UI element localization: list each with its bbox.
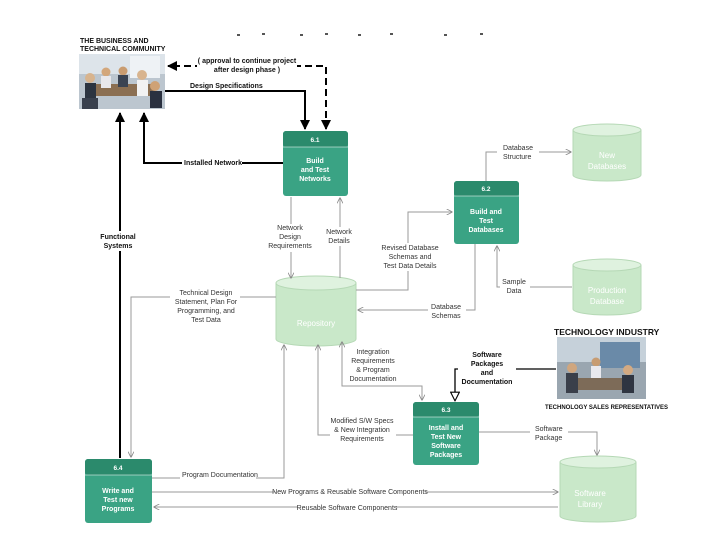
meeting-photo [79, 54, 165, 109]
process-6-2-number: 6.2 [481, 186, 490, 193]
process-6-3-line2: Test New [431, 434, 462, 441]
label-approval-2: after design phase ) [214, 67, 280, 74]
software-library-label-2: Library [578, 500, 602, 509]
sales-photo [557, 337, 646, 399]
technology-industry-entity: TECHNOLOGY INDUSTRY TECHNOLOGY SALES REP… [545, 327, 668, 411]
process-6-2-line2: Test [479, 218, 494, 225]
process-6-3-line4: Packages [430, 452, 462, 459]
label-functional-systems-1: Functional [100, 234, 135, 241]
label-software-package-1: Software [535, 426, 563, 433]
label-network-details-1: Network [326, 229, 352, 236]
label-program-documentation: Program Documentation [182, 472, 258, 479]
label-integration-req-2: Requirements [351, 358, 395, 365]
process-6-2-line1: Build and [470, 209, 502, 216]
label-installed-network: Installed Network [184, 160, 242, 167]
new-databases-label-2: Databases [588, 162, 626, 171]
process-6-2-line3: Databases [468, 227, 503, 234]
label-technical-design-4: Test Data [191, 317, 221, 324]
process-6-1-line2: and Test [301, 167, 330, 174]
label-modified-sw-specs-1: Modified S/W Specs [330, 418, 394, 425]
label-technical-design-3: Programming, and [177, 308, 235, 315]
label-functional-systems-2: Systems [104, 243, 133, 250]
process-6-3-number: 6.3 [441, 407, 450, 414]
thin-flows [131, 152, 597, 507]
label-modified-sw-specs-2: & New Integration [334, 427, 390, 434]
label-technical-design-1: Technical Design [180, 290, 233, 297]
repository-label: Repository [297, 319, 335, 328]
label-software-package-2: Package [535, 435, 562, 442]
label-revised-database-3: Test Data Details [384, 263, 437, 270]
label-network-design-req-3: Requirements [268, 243, 312, 250]
store-production-database: Production Database [572, 258, 642, 316]
technology-industry-title: TECHNOLOGY INDUSTRY [554, 327, 660, 337]
label-integration-req-4: Documentation [349, 376, 396, 383]
label-software-packages-1: Software [472, 352, 502, 359]
flow-sample-data [497, 246, 572, 288]
label-software-packages-3: and [481, 370, 493, 377]
process-6-3-line1: Install and [429, 425, 464, 432]
bold-flows [115, 61, 556, 458]
flow-database-schemas [358, 244, 476, 310]
flow-database-structure [485, 152, 571, 181]
label-software-packages-4: Documentation [462, 379, 513, 386]
top-artifacts [237, 33, 483, 36]
label-network-design-req-2: Design [279, 234, 301, 241]
process-6-4: 6.4 Write and Test new Programs [85, 459, 152, 523]
business-community-entity: THE BUSINESS AND TECHNICAL COMMUNITY [79, 38, 166, 109]
flow-program-documentation [152, 345, 284, 479]
label-database-schemas-1: Database [431, 304, 461, 311]
label-modified-sw-specs-3: Requirements [340, 436, 384, 443]
business-community-title-2: TECHNICAL COMMUNITY [80, 46, 166, 53]
label-new-programs: New Programs & Reusable Software Compone… [272, 489, 428, 496]
process-6-1: 6.1 Build and Test Networks [283, 131, 348, 196]
process-6-4-line1: Write and [102, 488, 134, 495]
label-database-schemas-2: Schemas [431, 313, 461, 320]
label-network-details-2: Details [328, 238, 350, 245]
flow-software-package [479, 431, 597, 455]
flow-labels: ( approval to continue project after des… [98, 52, 568, 512]
production-database-label-1: Production [588, 286, 626, 295]
process-6-1-line1: Build [306, 158, 324, 165]
label-database-structure-1: Database [503, 145, 533, 152]
store-new-databases: New Databases [572, 123, 642, 182]
process-6-1-line3: Networks [299, 176, 331, 183]
flow-software-packages [455, 368, 556, 400]
process-6-1-number: 6.1 [310, 137, 319, 144]
store-software-library: Software Library [559, 455, 637, 523]
flow-integration-requirements [342, 342, 422, 400]
label-reusable-components: Reusable Software Components [297, 505, 398, 512]
process-6-4-line3: Programs [102, 506, 135, 513]
flow-approval [167, 61, 331, 130]
label-revised-database-2: Schemas and [389, 254, 432, 261]
label-database-structure-2: Structure [503, 154, 532, 161]
process-6-4-line2: Test new [103, 497, 133, 504]
label-sample-data-1: Sample [502, 279, 526, 286]
label-approval-1: ( approval to continue project [198, 58, 297, 65]
production-database-label-2: Database [590, 297, 625, 306]
technology-industry-caption: TECHNOLOGY SALES REPRESENTATIVES [545, 405, 668, 411]
label-design-specifications: Design Specifications [190, 83, 263, 90]
label-network-design-req-1: Network [277, 225, 303, 232]
process-6-4-number: 6.4 [113, 465, 122, 472]
flow-design-specifications [165, 90, 310, 130]
label-integration-req-1: Integration [356, 349, 389, 356]
software-library-label-1: Software [574, 489, 606, 498]
store-repository: Repository [275, 275, 357, 347]
label-software-packages-2: Packages [471, 361, 503, 368]
label-revised-database-1: Revised Database [381, 245, 438, 252]
label-sample-data-2: Data [507, 288, 522, 295]
flow-installed-network [139, 112, 283, 164]
business-community-title-1: THE BUSINESS AND [80, 38, 149, 45]
process-6-3-line3: Software [431, 443, 461, 450]
process-6-2: 6.2 Build and Test Databases [454, 181, 519, 244]
process-6-3: 6.3 Install and Test New Software Packag… [413, 402, 479, 465]
new-databases-label-1: New [599, 151, 615, 160]
label-technical-design-2: Statement, Plan For [175, 299, 238, 306]
label-integration-req-3: & Program [356, 367, 390, 374]
